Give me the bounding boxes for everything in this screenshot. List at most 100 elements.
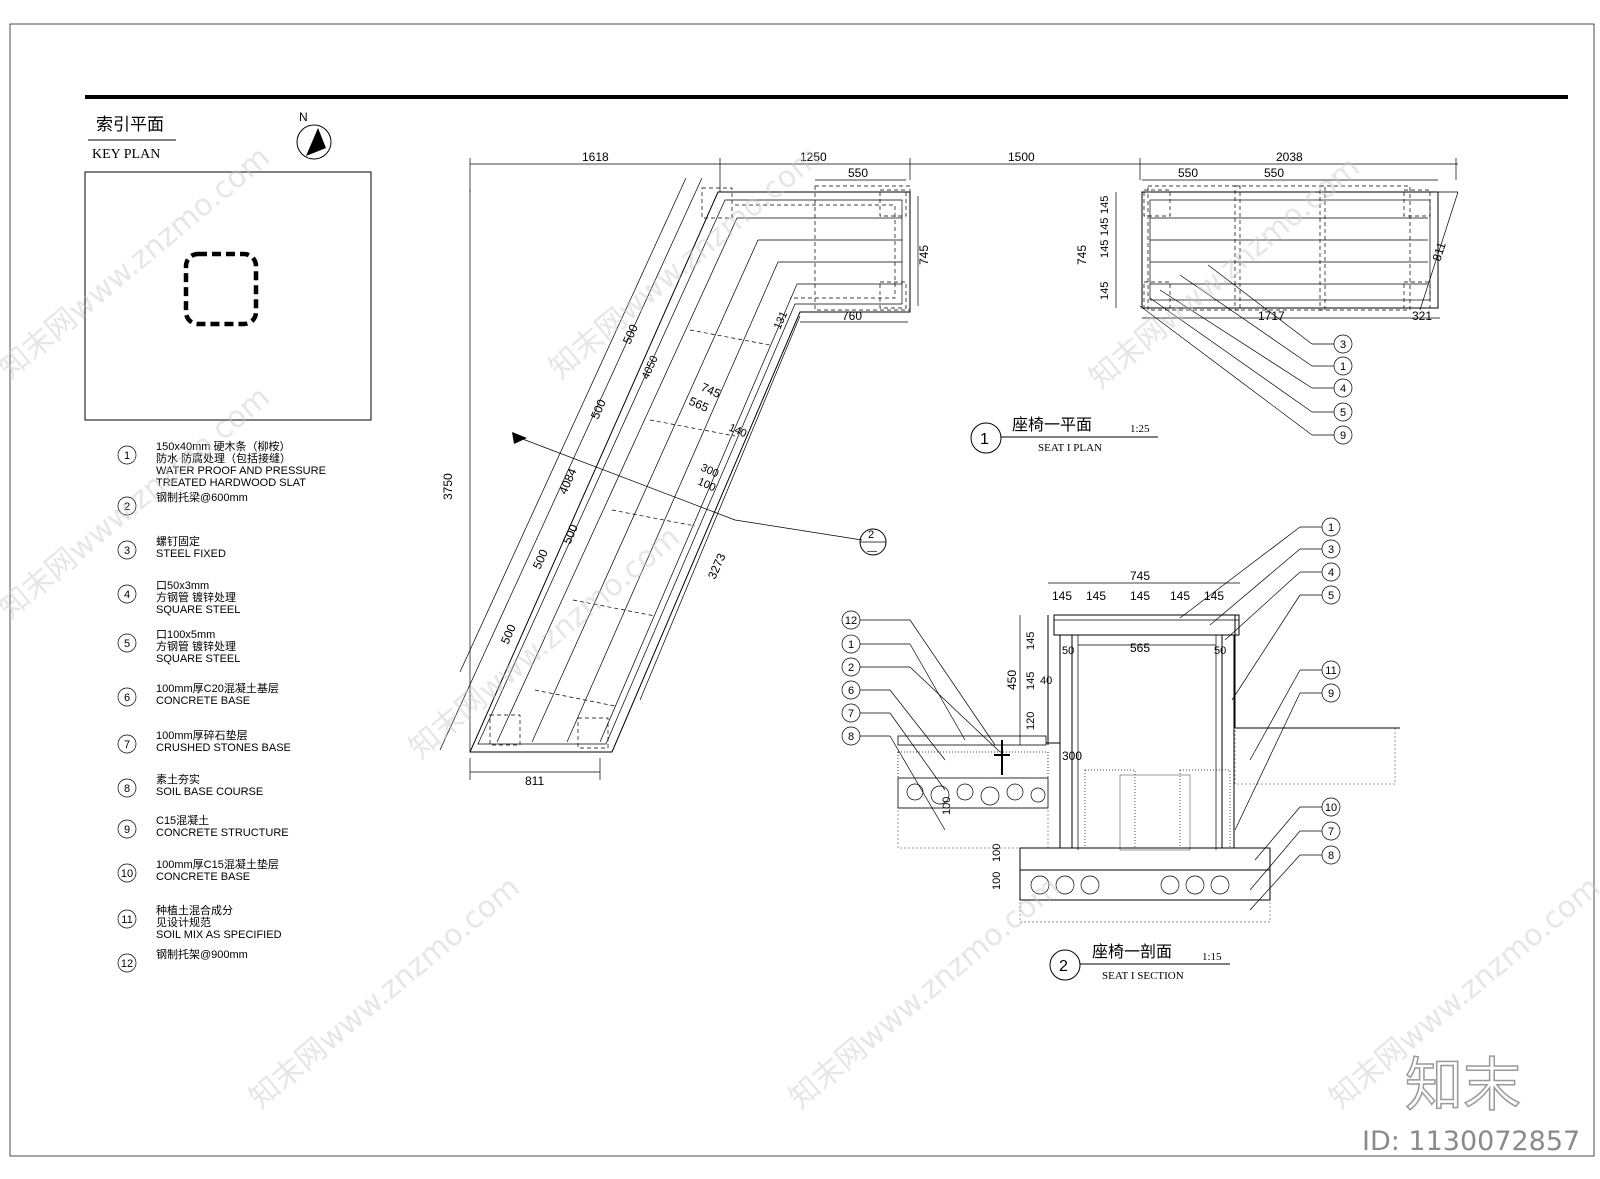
legend-num: 7 xyxy=(124,739,130,751)
key-plan-frame xyxy=(84,171,372,421)
title1-en: SEAT I PLAN xyxy=(1038,442,1102,454)
section-right-label-7: 7 xyxy=(1321,821,1341,841)
section-left-label-3-num: 6 xyxy=(848,685,854,697)
watermark-text-1: 知末网www.znzmo.com xyxy=(0,140,277,386)
section-dim-450: 450 xyxy=(1005,670,1019,690)
legend-text-en: STEEL FIXED xyxy=(156,548,226,560)
plan1-dim-145-b: 145 xyxy=(1099,218,1111,236)
legend-text-cn: 口100x5mm xyxy=(156,629,215,641)
dim-550-plan: 550 xyxy=(848,166,868,180)
plan1-label-3-num: 5 xyxy=(1340,407,1346,419)
watermark-text-7: 知末网www.znzmo.com xyxy=(783,870,1067,1116)
section-dim-50-b: 50 xyxy=(1214,645,1226,657)
section-left-label-1-num: 1 xyxy=(848,639,854,651)
key-plan-title-en: KEY PLAN xyxy=(92,147,160,162)
section-left-label-5: 8 xyxy=(841,726,861,746)
dim-500-4: 500 xyxy=(530,547,551,571)
dim-1618: 1618 xyxy=(582,150,609,164)
section-left-label-3: 6 xyxy=(841,680,861,700)
legend-text-en2: TREATED HARDWOOD SLAT xyxy=(156,477,306,489)
legend-text-cn: C15混凝土 xyxy=(156,813,209,827)
plan1-label-1: 1 xyxy=(1333,356,1353,376)
legend-num: 8 xyxy=(124,783,130,795)
legend-num: 4 xyxy=(124,589,130,601)
legend-text-cn: 螺钉固定 xyxy=(156,534,200,548)
watermark: 知末网www.znzmo.com 知末网www.znzmo.com 知末网www… xyxy=(0,140,1600,1116)
title1-scale: 1:25 xyxy=(1130,423,1150,435)
plan1-label-2-num: 4 xyxy=(1340,383,1346,395)
plan1-dim-550-b: 550 xyxy=(1264,166,1284,180)
seat-section: 745 145 145 145 145 145 565 50 50 450 14… xyxy=(841,517,1400,923)
section-right-label-3-num: 5 xyxy=(1328,590,1334,602)
dim-3273: 3273 xyxy=(705,551,729,581)
brand-id: ID: 1130072857 xyxy=(1362,1126,1580,1157)
section-dim-40: 40 xyxy=(1040,675,1052,687)
section-right-label-2-num: 4 xyxy=(1328,567,1334,579)
legend-num: 11 xyxy=(121,914,132,926)
section-dim-145-b: 145 xyxy=(1086,589,1106,603)
section-right-label-5-num: 9 xyxy=(1328,688,1334,700)
section-right-label-8-num: 8 xyxy=(1328,850,1334,862)
section-left-label-2: 2 xyxy=(841,657,861,677)
section-right-label-0-num: 1 xyxy=(1328,522,1334,534)
legend-num: 1 xyxy=(124,450,130,462)
plan1-dim-145-a: 145 xyxy=(1099,196,1111,214)
plan1-dim-745: 745 xyxy=(1075,245,1089,265)
dim-131: 131 xyxy=(772,310,790,332)
dim-140: 140 xyxy=(727,422,749,440)
north-arrow-icon: N xyxy=(296,110,332,160)
legend-text-cn: 钢制托架@900mm xyxy=(156,947,248,961)
plan1-dim-145-d: 145 xyxy=(1099,282,1111,300)
section-dim-50-a: 50 xyxy=(1062,645,1074,657)
dim-745-plan: 745 xyxy=(917,245,931,265)
plan1-dim-145-c: 145 xyxy=(1099,240,1111,258)
dim-565-diag: 565 xyxy=(687,394,711,415)
section-right-label-0: 1 xyxy=(1321,517,1341,537)
key-plan-title-cn: 索引平面 xyxy=(96,115,164,134)
sheet-border xyxy=(9,23,1595,1157)
title2-cn: 座椅一剖面 xyxy=(1092,943,1172,961)
legend-num: 2 xyxy=(124,501,130,513)
watermark-text-5: 知末网www.znzmo.com xyxy=(1083,150,1367,396)
title1-cn: 座椅一平面 xyxy=(1012,416,1092,434)
section-dim-145-v: 145 xyxy=(1025,632,1037,650)
section-left-label-4: 7 xyxy=(841,703,861,723)
title1-num: 1 xyxy=(980,431,989,448)
dim-811: 811 xyxy=(525,774,544,788)
title2-scale: 1:15 xyxy=(1202,951,1222,963)
section-right-label-8: 8 xyxy=(1321,845,1341,865)
legend-text-cn2: 方钢管 镀锌处理 xyxy=(156,590,236,604)
legend-text-en: SOIL MIX AS SPECIFIED xyxy=(156,929,282,941)
section-right-label-4-num: 11 xyxy=(1325,665,1336,677)
plan1-label-2: 4 xyxy=(1333,378,1353,398)
legend-text-cn: 钢制托梁@600mm xyxy=(156,490,248,504)
title-seat-section: 2 座椅一剖面 1:15 SEAT I SECTION xyxy=(1049,943,1230,982)
section-right-label-4: 11 xyxy=(1321,660,1341,680)
plan1-dim-321: 321 xyxy=(1412,309,1432,323)
brand-logo: 知末 xyxy=(1405,1051,1521,1119)
legend-text-cn2: 防水 防腐处理（包括接缝） xyxy=(156,451,291,465)
section-dim-100-b: 100 xyxy=(991,844,1003,862)
legend-text-en: SQUARE STEEL xyxy=(156,653,240,665)
watermark-text-6: 知末网www.znzmo.com xyxy=(243,870,527,1116)
legend-text-cn: 150x40mm 硬木条（柳桉） xyxy=(156,439,290,453)
key-plan-seat-marker xyxy=(183,251,259,327)
section-cut-arrow-icon xyxy=(512,432,527,444)
legend-num: 3 xyxy=(124,545,130,557)
plan1-dim-811: 811 xyxy=(1430,240,1449,263)
plan1-label-3: 5 xyxy=(1333,402,1353,422)
seat-plan-1: 550 550 745 145 145 145 145 1717 321 811… xyxy=(1075,166,1459,445)
north-label: N xyxy=(299,110,308,124)
dim-4050: 4050 xyxy=(640,354,661,381)
legend-text-en: CONCRETE BASE xyxy=(156,871,250,883)
dim-500-5: 500 xyxy=(498,622,519,646)
section-right-label-2: 4 xyxy=(1321,562,1341,582)
